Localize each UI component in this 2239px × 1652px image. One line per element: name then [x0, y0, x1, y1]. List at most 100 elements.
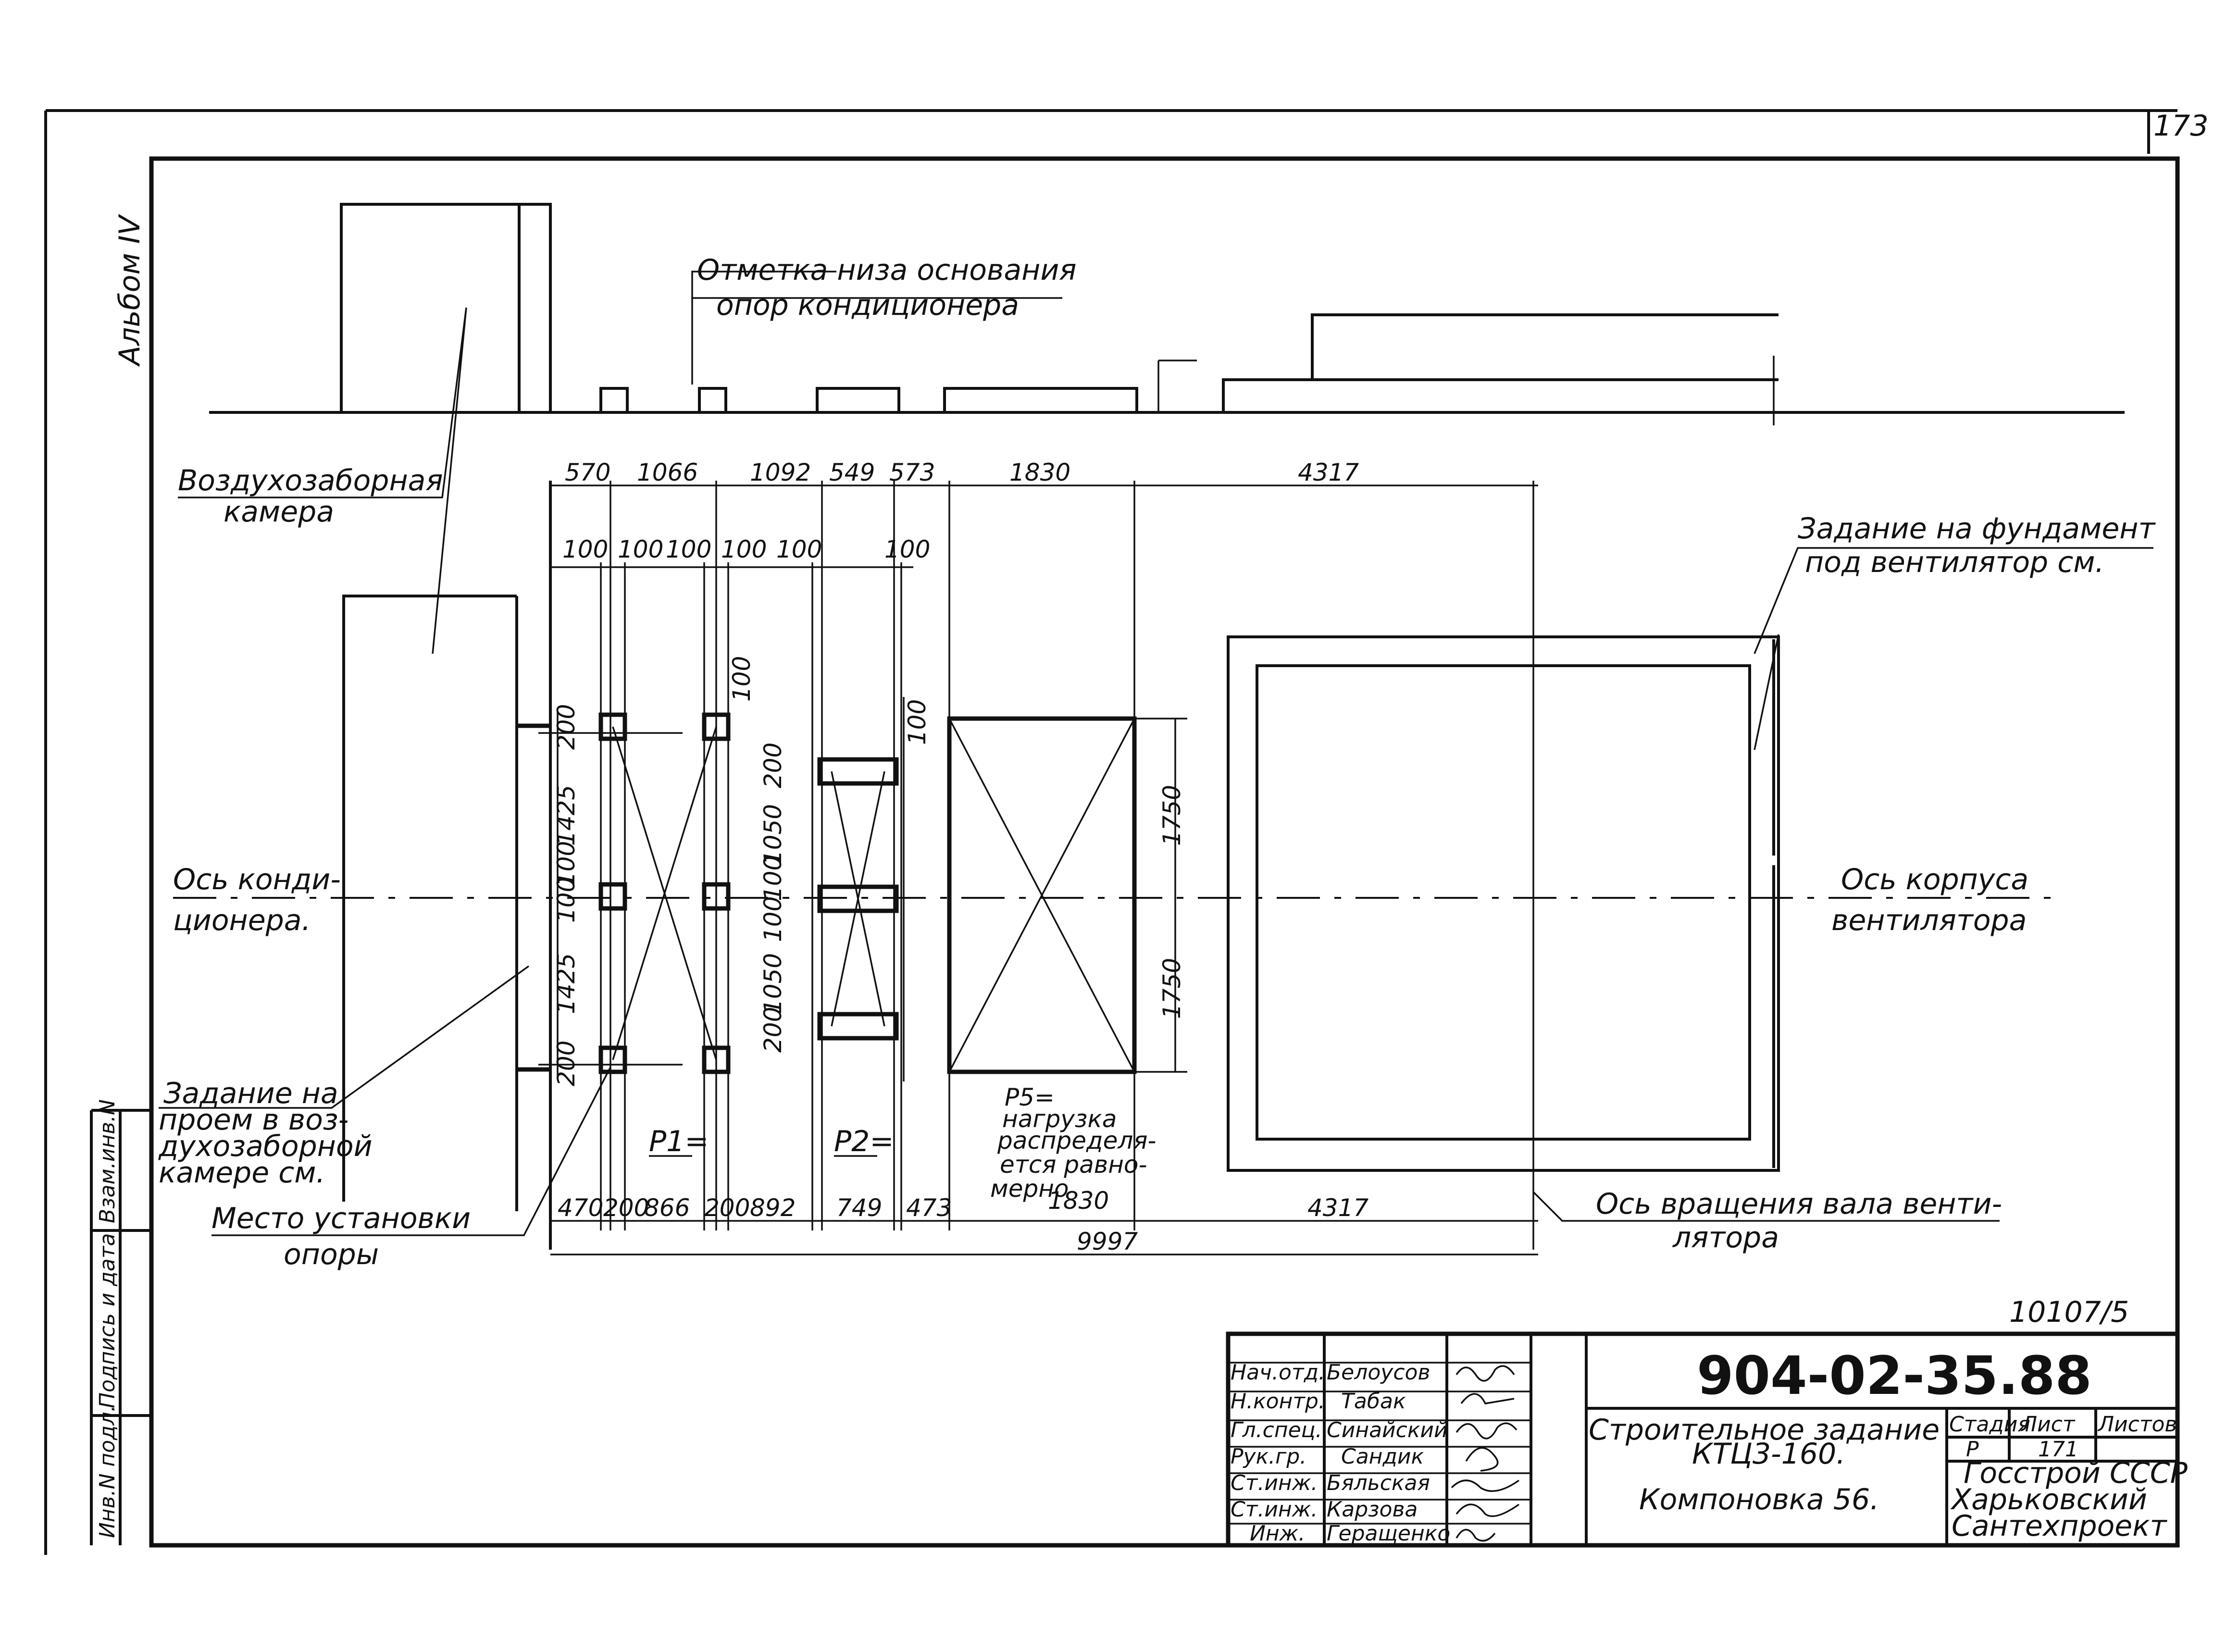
dim-bottom-1: 200 [603, 1194, 649, 1222]
foundation-leader [1754, 547, 2153, 654]
dim-top-6: 4317 [1298, 459, 1359, 486]
dim-left-0: 200 [552, 704, 580, 750]
title-block-names: Белоусов Табак Синайский Сандик Бяльская… [1327, 1360, 1450, 1546]
org-line3: Сантехпроект [1952, 1509, 2167, 1543]
elevation-view [209, 203, 2125, 425]
signatures [1451, 1365, 1520, 1542]
dim-small-0: 100 [562, 535, 608, 563]
dim-small-3: 100 [721, 535, 767, 563]
stamp-inv-no: Инв.N подл. [95, 1405, 120, 1538]
foundation-label-line1: Задание на фундамент [1798, 512, 2156, 546]
left-dimensions: 200 1425 100 100 1425 200 [552, 704, 580, 1086]
mark-label-line2: опор кондиционера [716, 288, 1019, 322]
support-label-line2: опоры [284, 1238, 379, 1271]
name-0: Белоусов [1327, 1360, 1430, 1385]
intake-leader [178, 307, 467, 654]
name-3: Сандик [1341, 1444, 1424, 1469]
dim-bottom-6: 473 [906, 1194, 952, 1222]
role-2: Гл.спец. [1231, 1418, 1322, 1442]
dimension-lines [550, 484, 1538, 1255]
bottom-dimensions: 470 200 866 200 892 749 473 1830 4317 99… [558, 1187, 1368, 1255]
dim-left-5: 200 [552, 1041, 580, 1086]
title-block-roles: Нач.отд. Н.контр. Гл.спец. Рук.гр. Ст.ин… [1231, 1360, 1325, 1546]
dim-left-2: 100 [552, 841, 580, 887]
sheet-label: Лист [2020, 1412, 2076, 1437]
dim-bottom-8: 4317 [1307, 1194, 1368, 1222]
dim-left-1: 1425 [552, 785, 580, 846]
dim-mid-2: 1050 [759, 804, 787, 865]
org-line2: Харьковский [1950, 1483, 2147, 1516]
dim-mid-1: 200 [759, 743, 787, 788]
dim-top-0: 570 [565, 459, 610, 486]
top-dimensions: 570 1066 1092 549 573 1830 4317 100 100 … [562, 459, 1359, 563]
stamp-sign-date: Подпись и дата [95, 1233, 120, 1408]
cond-axis-label-line2: ционера. [173, 904, 311, 937]
dim-right-1: 1750 [1158, 958, 1186, 1019]
role-3: Рук.гр. [1231, 1444, 1306, 1469]
dim-mid-7: 100 [903, 699, 931, 745]
opening-label-line1: Задание на [163, 1077, 338, 1110]
dim-bottom-3: 200 [704, 1194, 750, 1222]
load-p5-line4: ется равно- [1000, 1151, 1147, 1179]
sheets-label: Листов [2097, 1412, 2177, 1437]
dim-bottom-2: 866 [644, 1194, 690, 1222]
role-1: Н.контр. [1231, 1389, 1325, 1414]
stamp-replace-inv: Взам.инв.N [95, 1099, 120, 1223]
opening-leader [159, 965, 530, 1109]
load-p5-line1: P5= [1005, 1083, 1055, 1111]
dim-top-5: 1830 [1009, 459, 1070, 486]
dim-mid-5: 1050 [759, 953, 787, 1014]
name-5: Карзова [1327, 1497, 1418, 1522]
shaft-leader [1532, 1191, 2000, 1222]
dim-small-2: 100 [666, 535, 711, 563]
intake-label-line2: камера [224, 495, 334, 529]
fan-axis-label-line1: Ось корпуса [1841, 863, 2028, 896]
plan-view [342, 481, 1780, 1250]
dim-total: 9997 [1077, 1228, 1138, 1255]
sheet-frame [44, 109, 2180, 1555]
dim-small-4: 100 [776, 535, 822, 563]
dim-right-0: 1750 [1158, 785, 1186, 846]
foundation-label-line2: под вентилятор см. [1805, 546, 2104, 579]
title-line3: Компоновка 56. [1639, 1483, 1879, 1516]
load-p5-line3: распределя- [997, 1127, 1156, 1155]
stage-value: Р [1966, 1437, 1979, 1462]
role-4: Ст.инж. [1231, 1471, 1318, 1495]
org-line1: Госстрой СССР [1964, 1456, 2188, 1490]
mark-leader [691, 271, 836, 385]
dim-top-2: 1092 [750, 459, 811, 486]
dim-top-1: 1066 [637, 459, 698, 486]
dim-bottom-5: 749 [836, 1194, 882, 1222]
dim-top-4: 573 [889, 459, 935, 486]
page-number: 173 [2153, 109, 2209, 143]
dim-bottom-7: 1830 [1048, 1187, 1109, 1215]
dim-mid-4: 100 [759, 896, 787, 942]
opening-label-line4: камере см. [159, 1156, 325, 1190]
name-4: Бяльская [1327, 1471, 1430, 1495]
name-6: Геращенко [1327, 1521, 1450, 1546]
load-p1: P1= [649, 1125, 709, 1158]
load-p2: P2= [834, 1125, 894, 1158]
role-0: Нач.отд. [1231, 1360, 1325, 1385]
middle-dimensions: 100 200 1050 100 100 1050 200 100 [728, 656, 931, 1053]
name-1: Табак [1341, 1389, 1406, 1414]
doc-number: 904-02-35.88 [1697, 1345, 2092, 1406]
shaft-label-line2: лятора [1672, 1221, 1779, 1255]
title-line2: КТЦ3-160. [1692, 1437, 1845, 1471]
dim-mid-6: 200 [759, 1007, 787, 1053]
mark-label-line1: Отметка низа основания [697, 253, 1076, 287]
load-p5-line2: нагрузка [1002, 1105, 1117, 1133]
dim-left-4: 1425 [552, 953, 580, 1014]
dim-top-3: 549 [829, 459, 875, 486]
opening-label-line3: духозаборной [158, 1130, 373, 1163]
dim-small-5: 100 [884, 535, 930, 563]
support-leader [211, 1067, 611, 1236]
dim-small-1: 100 [618, 535, 663, 563]
dim-mid-0: 100 [728, 656, 756, 702]
name-2: Синайский [1327, 1418, 1448, 1442]
title-line1: Строительное задание [1589, 1413, 1940, 1447]
dim-mid-3: 100 [759, 856, 787, 901]
shaft-label-line1: Ось вращения вала венти- [1596, 1187, 2002, 1221]
sheet-value: 171 [2038, 1437, 2078, 1462]
role-6: Инж. [1250, 1521, 1305, 1546]
